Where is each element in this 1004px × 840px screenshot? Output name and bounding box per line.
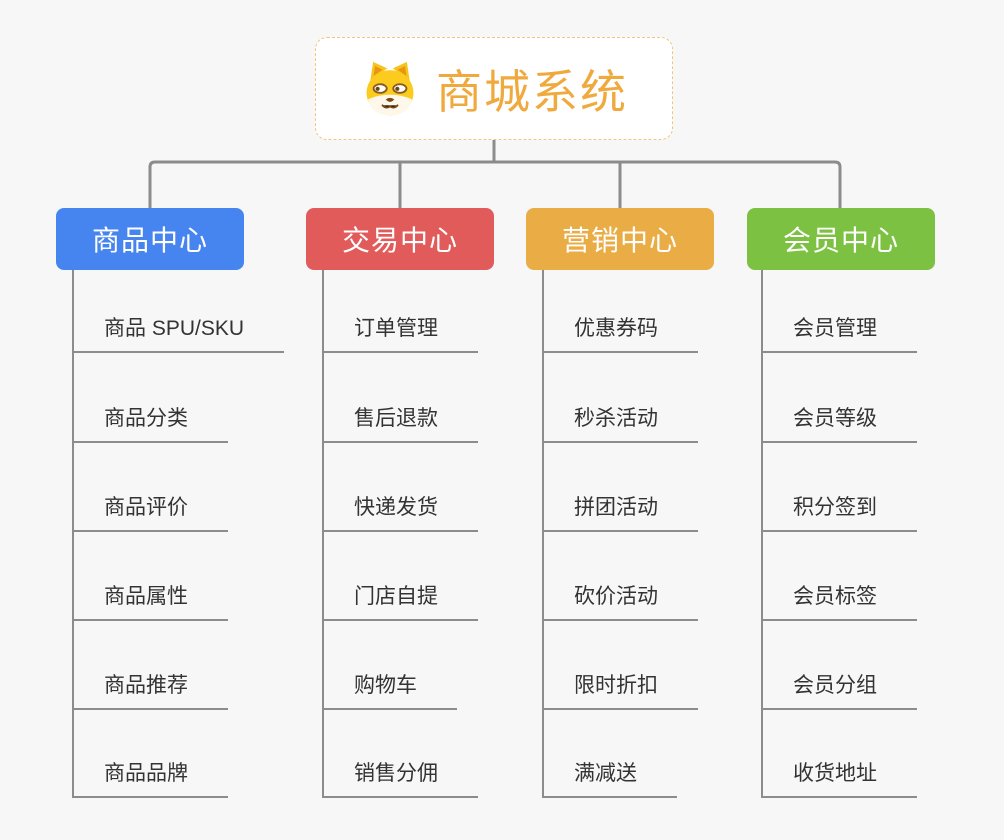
node-item[interactable]: 商品品牌 — [72, 762, 228, 798]
node-item[interactable]: 销售分佣 — [322, 762, 478, 798]
branch-header-trade-center[interactable]: 交易中心 — [306, 208, 494, 270]
node-item[interactable]: 快递发货 — [322, 496, 478, 532]
node-item[interactable]: 商品推荐 — [72, 674, 228, 710]
node-item[interactable]: 会员管理 — [761, 317, 917, 353]
node-item[interactable]: 积分签到 — [761, 496, 917, 532]
node-item[interactable]: 商品评价 — [72, 496, 228, 532]
root-branch-connectors — [148, 140, 842, 208]
node-item[interactable]: 售后退款 — [322, 407, 478, 443]
node-item[interactable]: 会员等级 — [761, 407, 917, 443]
branch-header-product-center[interactable]: 商品中心 — [56, 208, 244, 270]
node-item[interactable]: 购物车 — [322, 674, 457, 710]
node-item[interactable]: 会员分组 — [761, 674, 917, 710]
node-item[interactable]: 优惠券码 — [542, 317, 698, 353]
node-item[interactable]: 门店自提 — [322, 585, 478, 621]
root-title: 商城系统 — [436, 65, 628, 118]
node-item[interactable]: 商品 SPU/SKU — [72, 317, 285, 353]
node-item[interactable]: 砍价活动 — [542, 585, 698, 621]
node-item[interactable]: 商品属性 — [72, 585, 228, 621]
node-item[interactable]: 满减送 — [542, 762, 677, 798]
node-item[interactable]: 收货地址 — [761, 762, 917, 798]
branch-header-member-center[interactable]: 会员中心 — [747, 208, 935, 270]
node-item[interactable]: 限时折扣 — [542, 674, 698, 710]
node-item[interactable]: 秒杀活动 — [542, 407, 698, 443]
root-node[interactable]: 商城系统 — [315, 37, 673, 140]
node-item[interactable]: 订单管理 — [322, 317, 478, 353]
branch-header-marketing-center[interactable]: 营销中心 — [526, 208, 714, 270]
node-item[interactable]: 会员标签 — [761, 585, 917, 621]
node-item[interactable]: 商品分类 — [72, 407, 228, 443]
shiba-dog-icon — [366, 61, 414, 115]
node-item[interactable]: 拼团活动 — [542, 496, 698, 532]
